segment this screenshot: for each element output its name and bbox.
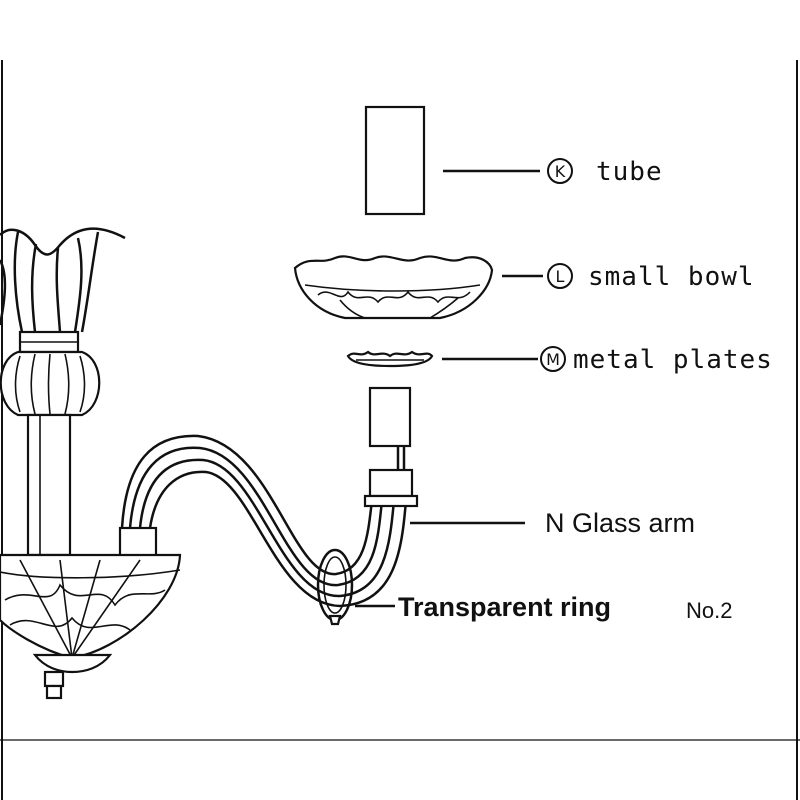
small-bowl-label: L small bowl <box>547 262 755 292</box>
figure-number: No.2 <box>686 598 732 623</box>
part-l-marker <box>547 263 573 289</box>
part-k-letter: K <box>555 162 566 181</box>
tube-label: K tube <box>547 157 663 187</box>
part-m-marker <box>540 346 566 372</box>
small-bowl-part <box>293 255 494 320</box>
tube-part <box>364 105 426 216</box>
part-k-name: tube <box>596 157 663 187</box>
transparent-ring-part <box>316 548 354 626</box>
glass-arm <box>120 434 419 608</box>
part-l-letter: L <box>556 267 565 286</box>
part-m-letter: M <box>546 350 560 369</box>
part-k-marker <box>547 158 573 184</box>
central-column <box>0 227 182 700</box>
glass-arm-label: N Glass arm <box>545 508 695 538</box>
part-m-name: metal plates <box>573 345 773 375</box>
part-l-name: small bowl <box>588 262 755 292</box>
metal-plates-label: M metal plates <box>540 345 773 375</box>
transparent-ring-label: Transparent ring <box>398 592 611 622</box>
metal-plates-part <box>346 350 434 368</box>
candle-socket-part <box>368 386 412 470</box>
